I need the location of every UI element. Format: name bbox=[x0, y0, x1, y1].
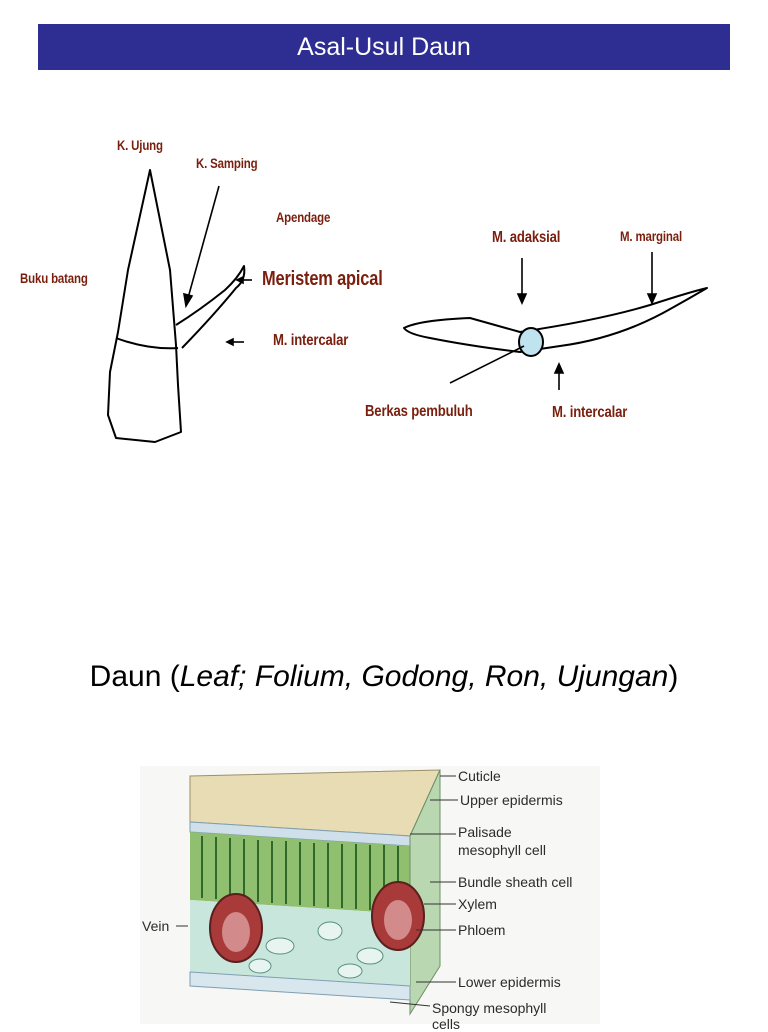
label-apendage: Apendage bbox=[276, 209, 331, 225]
label-m-marginal: M. marginal bbox=[620, 228, 682, 244]
label-palisade: Palisade bbox=[458, 824, 512, 840]
label-spongy-cells: cells bbox=[432, 1016, 461, 1032]
label-m-adaksial: M. adaksial bbox=[492, 229, 561, 246]
label-m-intercalar-left: M. intercalar bbox=[273, 332, 349, 349]
label-xylem: Xylem bbox=[458, 896, 497, 912]
berkas-pointer-line bbox=[449, 345, 525, 384]
label-berkas-pembuluh: Berkas pembuluh bbox=[365, 403, 473, 420]
leaf-cross-section-figure: Cuticle Upper epidermis Palisade mesophy… bbox=[140, 766, 600, 1032]
caption: Daun (Leaf; Folium, Godong, Ron, Ujungan… bbox=[0, 660, 768, 694]
caption-word: Daun bbox=[89, 660, 162, 693]
intercalar-left-arrow-head bbox=[225, 337, 234, 347]
k-samping-arrow-head bbox=[183, 292, 194, 309]
leaf-primordium-shape bbox=[403, 287, 708, 353]
shoot-body bbox=[107, 169, 182, 443]
node-line bbox=[115, 337, 179, 350]
vein-left bbox=[209, 893, 263, 963]
vein-right bbox=[371, 881, 425, 951]
label-lower-epidermis: Lower epidermis bbox=[458, 974, 561, 990]
leaf-origin-drawing bbox=[107, 169, 708, 443]
label-meristem-apical: Meristem apical bbox=[262, 268, 383, 290]
leaf-primordium-outline bbox=[403, 287, 708, 353]
meristem-apical-arrow-head bbox=[235, 275, 244, 285]
lower-epidermis-layer bbox=[189, 971, 411, 1001]
leaf-cross-section-drawing bbox=[140, 766, 600, 1024]
label-palisade-mesophyll: mesophyll cell bbox=[458, 842, 546, 858]
marginal-arrow-head bbox=[646, 293, 658, 305]
adaksial-arrow-head bbox=[516, 293, 528, 305]
shoot-tip-outline bbox=[107, 169, 246, 443]
label-spongy-mesophyll: Spongy mesophyll bbox=[432, 1000, 547, 1016]
leader-lines bbox=[176, 775, 458, 1007]
label-buku-batang: Buku batang bbox=[20, 270, 88, 286]
label-upper-epidermis: Upper epidermis bbox=[460, 792, 563, 808]
caption-open-paren: ( bbox=[161, 660, 180, 693]
caption-close-paren: ) bbox=[668, 660, 679, 693]
appendage-shape bbox=[175, 265, 246, 349]
label-bundle-sheath: Bundle sheath cell bbox=[458, 874, 573, 890]
intercalar-right-arrow-head bbox=[553, 362, 565, 374]
label-cuticle: Cuticle bbox=[458, 768, 501, 784]
label-phloem: Phloem bbox=[458, 922, 506, 938]
leaf-origin-diagram: K. Ujung K. Samping Apendage Buku batang… bbox=[0, 120, 768, 460]
label-vein: Vein bbox=[142, 918, 170, 934]
label-k-ujung: K. Ujung bbox=[117, 137, 163, 153]
left-arrows bbox=[183, 185, 252, 347]
vascular-bundle bbox=[518, 327, 544, 357]
k-samping-arrow-line bbox=[187, 185, 220, 299]
slide-title-bar: Asal-Usul Daun bbox=[38, 24, 730, 70]
slide-title: Asal-Usul Daun bbox=[297, 32, 471, 61]
label-k-samping: K. Samping bbox=[196, 155, 258, 171]
label-m-intercalar-right: M. intercalar bbox=[552, 404, 628, 421]
caption-italic: Leaf; Folium, Godong, Ron, Ujungan bbox=[179, 660, 669, 693]
right-arrows bbox=[449, 252, 658, 390]
